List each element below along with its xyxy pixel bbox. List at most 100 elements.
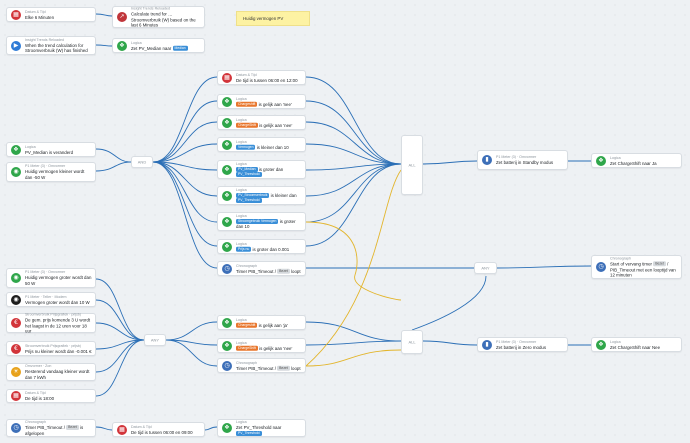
variable-chip: PV_Threshold [236,198,262,204]
card-label: De tijd is tussen 06:00 en 12:00 [236,77,302,83]
card-text-main: is gelijk aan 'nee' [259,345,293,351]
logic-icon: ❖ [222,340,232,351]
card-source: P1 Meter (3) · Omvormer [25,164,66,168]
variable-chip: Chargeshift [236,101,258,107]
any-gate-right[interactable]: ANY [474,262,497,274]
card-text-main: Elke 6 Minuten [25,14,55,20]
calendar-icon: ▦ [222,72,232,83]
variable-chip: ChargeShift [236,345,258,351]
card-source: Logica [25,144,36,149]
card-source: Logica [610,155,621,160]
card-label: De gem. prijs komende 3 U wordt het laag… [25,317,92,334]
card-label: Zet batterij in Standby modus [496,160,564,166]
card-label: Huidig vermogen kleiner wordt dan -50 W [25,169,92,180]
variable-chip: Vermogen [236,144,256,150]
calendar-icon: ▦ [11,391,21,401]
logic-icon: ❖ [222,317,232,328]
card-source: Logica [236,139,247,144]
card-source: Chronograph [236,263,257,268]
card-source: Logica [236,420,247,424]
timer-icon: ◷ [222,263,232,274]
all-gate-top[interactable]: ALL [401,135,423,195]
card-text-suffix: loopt [291,268,301,274]
card-label: PV_Stroomverbruik is kleiner dan PV_Thre… [236,193,302,204]
card-text-main: is groter dan 0.001 [252,246,290,252]
card-text-main: is gelijk aan 'nee' [259,122,293,128]
variable-chip: Bezet [277,365,290,371]
logic-icon: ❖ [222,139,232,150]
card-label: Zet PV_Threshold naar PV_Threshold [236,425,302,436]
card-label: PV_Median is veranderd [25,149,92,155]
card-text-main: De gem. prijs komende 3 U wordt het laag… [25,317,91,334]
and-gate-top[interactable]: AND [131,156,153,168]
card-source: Stroomverbruik Prijsgrafiek · prijsbj [25,312,81,317]
sticky-note[interactable]: Huidig vermogen PV [236,11,310,26]
card-text-main: When the trend calculation for Stroomver… [25,42,88,54]
all-gate-bottom[interactable]: ALL [401,330,423,354]
variable-chip: Bezet [277,268,290,274]
card-text-main: is kleiner dan [270,192,297,198]
timer-icon: ◷ [222,360,232,371]
variable-chip: PV_Median [236,166,258,172]
card-source: P1 Meter (3) · Omvormer [25,270,66,274]
card-label: Vermogen groter wordt dan 10 W [25,299,92,305]
card-text-suffix: loopt [291,365,301,371]
card-text-main: Zet PV_Threshold naar [236,425,282,430]
card-label: PV_Median is groter dan PV_Threshold [236,167,302,178]
timer-icon: ◷ [596,262,606,272]
card-text-main: Timer PIB_Timeout / [25,425,65,430]
card-label: Huidig vermogen groter wordt dan 50 W [25,275,92,286]
card-source: Datum & Tijd [25,390,46,395]
card-label: When the trend calculation for Stroomver… [25,43,92,54]
any-gate-bottom[interactable]: ANY [144,334,166,346]
card-source: Logica [236,187,247,192]
card-label: Timer PIB_Timeout / Bezet is afgelopen [25,425,92,436]
logic-icon: ❖ [222,216,232,227]
card-text-main: Calculate trend for … Stroomverbruik (W)… [131,11,196,28]
card-label: Start of vervang timer Bezet / PIB_Timeo… [610,261,678,278]
